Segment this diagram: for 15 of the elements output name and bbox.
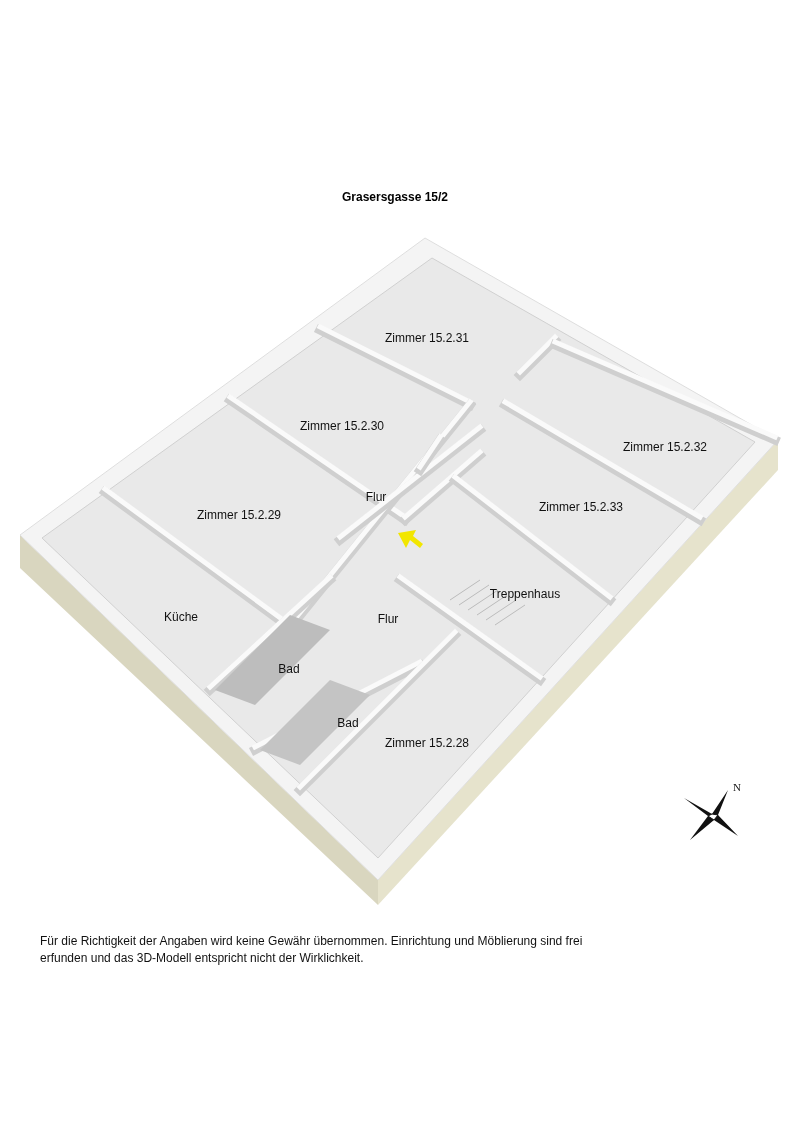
room-label: Zimmer 15.2.33 — [539, 500, 623, 514]
room-label: Zimmer 15.2.28 — [385, 736, 469, 750]
room-label: Flur — [365, 490, 387, 504]
room-label: Küche — [164, 610, 198, 624]
room-label: Treppenhaus — [489, 587, 561, 601]
room-label: Zimmer 15.2.32 — [623, 440, 707, 454]
room-label: Bad — [278, 662, 300, 676]
room-label: Zimmer 15.2.29 — [197, 508, 281, 522]
disclaimer-text: Für die Richtigkeit der Angaben wird keine Gewähr übernommen. Einrichtung und Möblierung sind frei erfunden und das 3D-Modell entspricht nicht der Wirklichkeit. — [40, 933, 584, 967]
north-label: N — [733, 781, 741, 793]
room-label: Zimmer 15.2.30 — [300, 419, 384, 433]
title: Grasersgasse 15/2 — [341, 190, 449, 204]
room-label: Zimmer 15.2.31 — [385, 331, 469, 345]
room-label: Flur — [377, 612, 399, 626]
room-label: Bad — [337, 716, 359, 730]
